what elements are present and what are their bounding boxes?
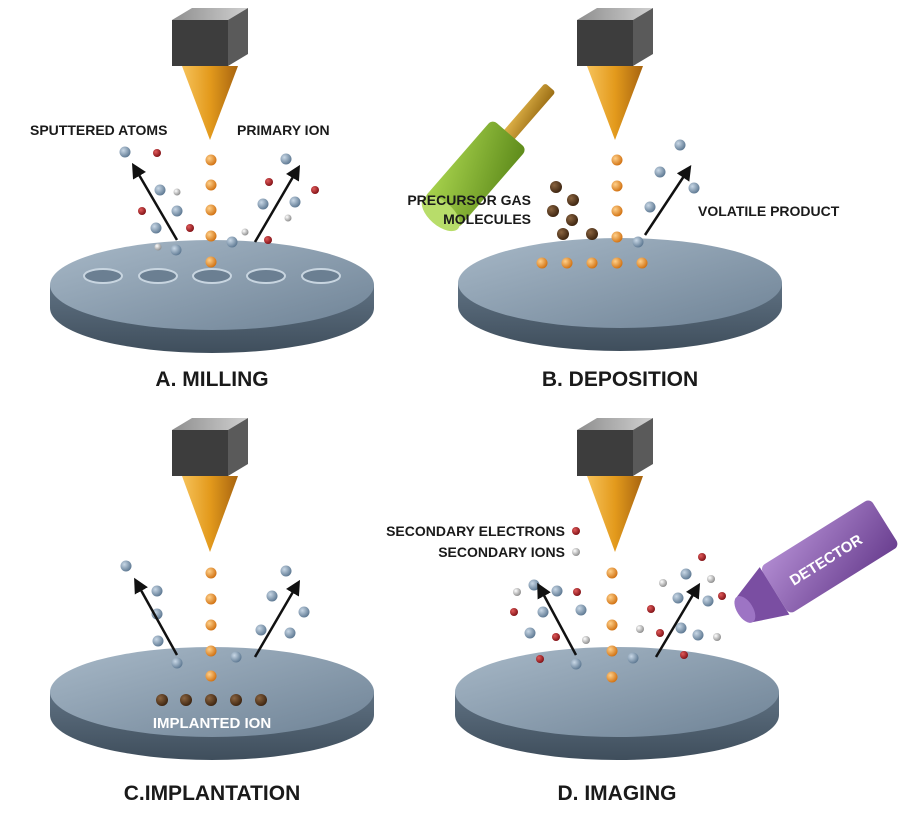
sputtered-atoms-implantation: [120, 560, 310, 669]
emission-arrow-left-imaging: [537, 582, 578, 656]
label-precursor-line-2: MOLECULES: [443, 211, 531, 227]
panel-implantation: IMPLANTED ION C.IMPLANTATION: [50, 418, 374, 805]
precursor-molecules: [547, 181, 598, 240]
detector: DETECTOR: [734, 500, 898, 623]
primary-ion-beam-milling: [205, 154, 217, 268]
substrate-deposition: [458, 238, 782, 351]
deposited-layer: [536, 257, 648, 269]
sputter-arrow-left-implantation: [134, 577, 179, 656]
ion-column-imaging: [577, 418, 653, 552]
primary-ion-beam-imaging: [606, 567, 618, 683]
ion-column-deposition: [577, 8, 653, 140]
volatile-products: [632, 139, 700, 248]
panel-milling: SPUTTERED ATOMS PRIMARY ION A. MILLING: [30, 8, 374, 391]
label-gis: GIS: [476, 92, 502, 109]
primary-ion-beam-deposition: [611, 154, 623, 243]
label-precursor-line-1: PRECURSOR GAS: [407, 192, 531, 208]
caption-milling: A. MILLING: [155, 368, 268, 391]
ion-column-implantation: [172, 418, 248, 552]
sputter-arrow-right-milling: [253, 164, 301, 243]
volatile-arrow: [643, 164, 692, 236]
legend-secondary-ion-marker: [572, 548, 580, 556]
label-primary-ion: PRIMARY ION: [237, 122, 330, 138]
label-volatile-product: VOLATILE PRODUCT: [698, 203, 840, 219]
substrate-imaging: [455, 647, 779, 760]
implanted-ions: [156, 694, 267, 706]
sputter-arrow-right-implantation: [253, 579, 301, 658]
sputtered-atoms-milling: [119, 146, 319, 256]
legend-secondary-electron-marker: [572, 527, 580, 535]
caption-implantation: C.IMPLANTATION: [124, 782, 301, 805]
milled-pits: [83, 268, 341, 284]
label-secondary-ions: SECONDARY IONS: [438, 544, 565, 560]
gis-nozzle: GIS: [421, 84, 555, 232]
primary-ion-beam-implantation: [205, 567, 217, 682]
emission-arrow-right-imaging: [654, 582, 701, 658]
substrate-implantation: [50, 647, 374, 760]
emitted-particles-imaging: [510, 553, 726, 670]
caption-deposition: B. DEPOSITION: [542, 368, 698, 391]
panel-deposition: GIS: [407, 8, 840, 391]
ion-column-milling: [172, 8, 248, 140]
label-secondary-electrons: SECONDARY ELECTRONS: [386, 523, 565, 539]
caption-imaging: D. IMAGING: [558, 782, 677, 805]
sputter-arrow-left-milling: [131, 162, 179, 241]
panel-imaging: DETECTOR SECONDARY ELECTRONS SECONDARY I…: [386, 418, 898, 805]
label-sputtered-atoms: SPUTTERED ATOMS: [30, 122, 167, 138]
label-implanted-ion: IMPLANTED ION: [153, 715, 271, 732]
substrate-milling: [50, 240, 374, 353]
